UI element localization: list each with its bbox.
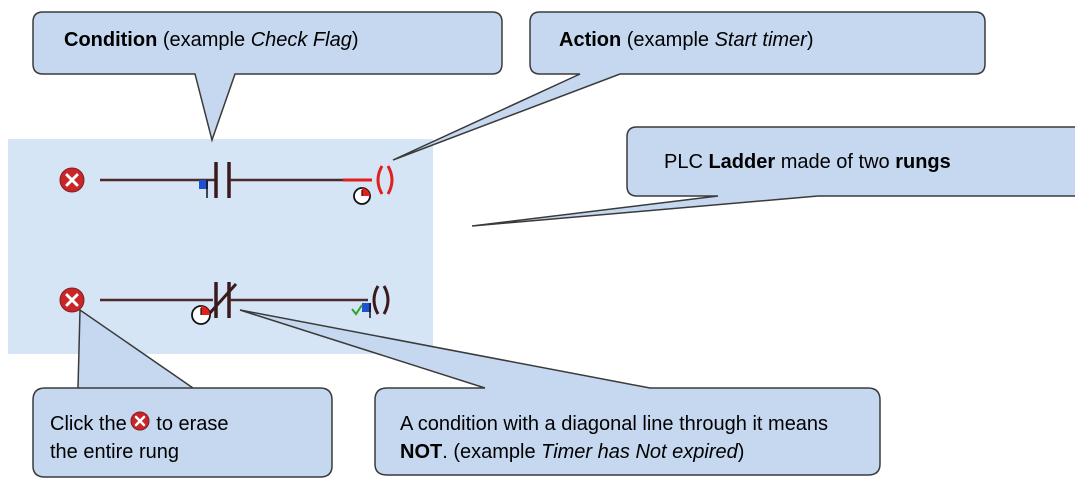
action-label: Action: [559, 29, 622, 51]
condition-callout: [32, 11, 503, 143]
action-callout: [392, 11, 986, 161]
not-text-mid: . (example: [442, 441, 542, 463]
rung-1: [59, 162, 394, 205]
action-example: Start timer: [714, 29, 807, 51]
contact-no[interactable]: [214, 162, 231, 198]
condition-text: (example: [157, 29, 251, 51]
delete-icon[interactable]: [59, 287, 85, 313]
erase-text-line2: the entire rung: [50, 441, 179, 463]
not-label: NOT: [400, 441, 443, 463]
action-callout-text: Action (example Start timer): [559, 26, 814, 54]
not-text-line1: A condition with a diagonal line through…: [400, 413, 829, 435]
erase-callout-text: Click the to erase the entire rung: [50, 410, 229, 466]
not-callout-text: A condition with a diagonal line through…: [400, 410, 828, 466]
rung-2: [59, 282, 390, 325]
erase-callout: [32, 308, 333, 478]
rungs-label: rungs: [895, 151, 951, 173]
not-callout: [239, 309, 881, 476]
erase-text-pre: Click the: [50, 413, 127, 435]
checkmark-icon: [351, 304, 363, 316]
ladder-label: Ladder: [708, 151, 776, 173]
timer-icon: [191, 305, 211, 325]
condition-label: Condition: [64, 29, 158, 51]
timer-icon: [353, 187, 371, 205]
erase-text-post: to erase: [150, 413, 229, 435]
delete-icon: [130, 411, 150, 431]
coil[interactable]: [376, 165, 394, 195]
ladder-text-mid: made of two: [775, 151, 896, 173]
ladder-callout: [471, 126, 1075, 227]
flag-icon: [362, 303, 371, 318]
condition-close: ): [351, 29, 359, 51]
contact-nc[interactable]: [207, 282, 238, 318]
coil[interactable]: [372, 285, 390, 315]
flag-icon: [199, 180, 208, 198]
ladder-text-pre: PLC: [664, 151, 709, 173]
action-text: (example: [621, 29, 715, 51]
delete-icon[interactable]: [59, 167, 85, 193]
condition-example: Check Flag: [250, 29, 352, 51]
not-example: Timer has Not expired: [541, 441, 738, 463]
ladder-callout-text: PLC Ladder made of two rungs: [664, 148, 951, 176]
action-close: ): [806, 29, 814, 51]
not-close: ): [737, 441, 745, 463]
condition-callout-text: Condition (example Check Flag): [64, 26, 359, 54]
